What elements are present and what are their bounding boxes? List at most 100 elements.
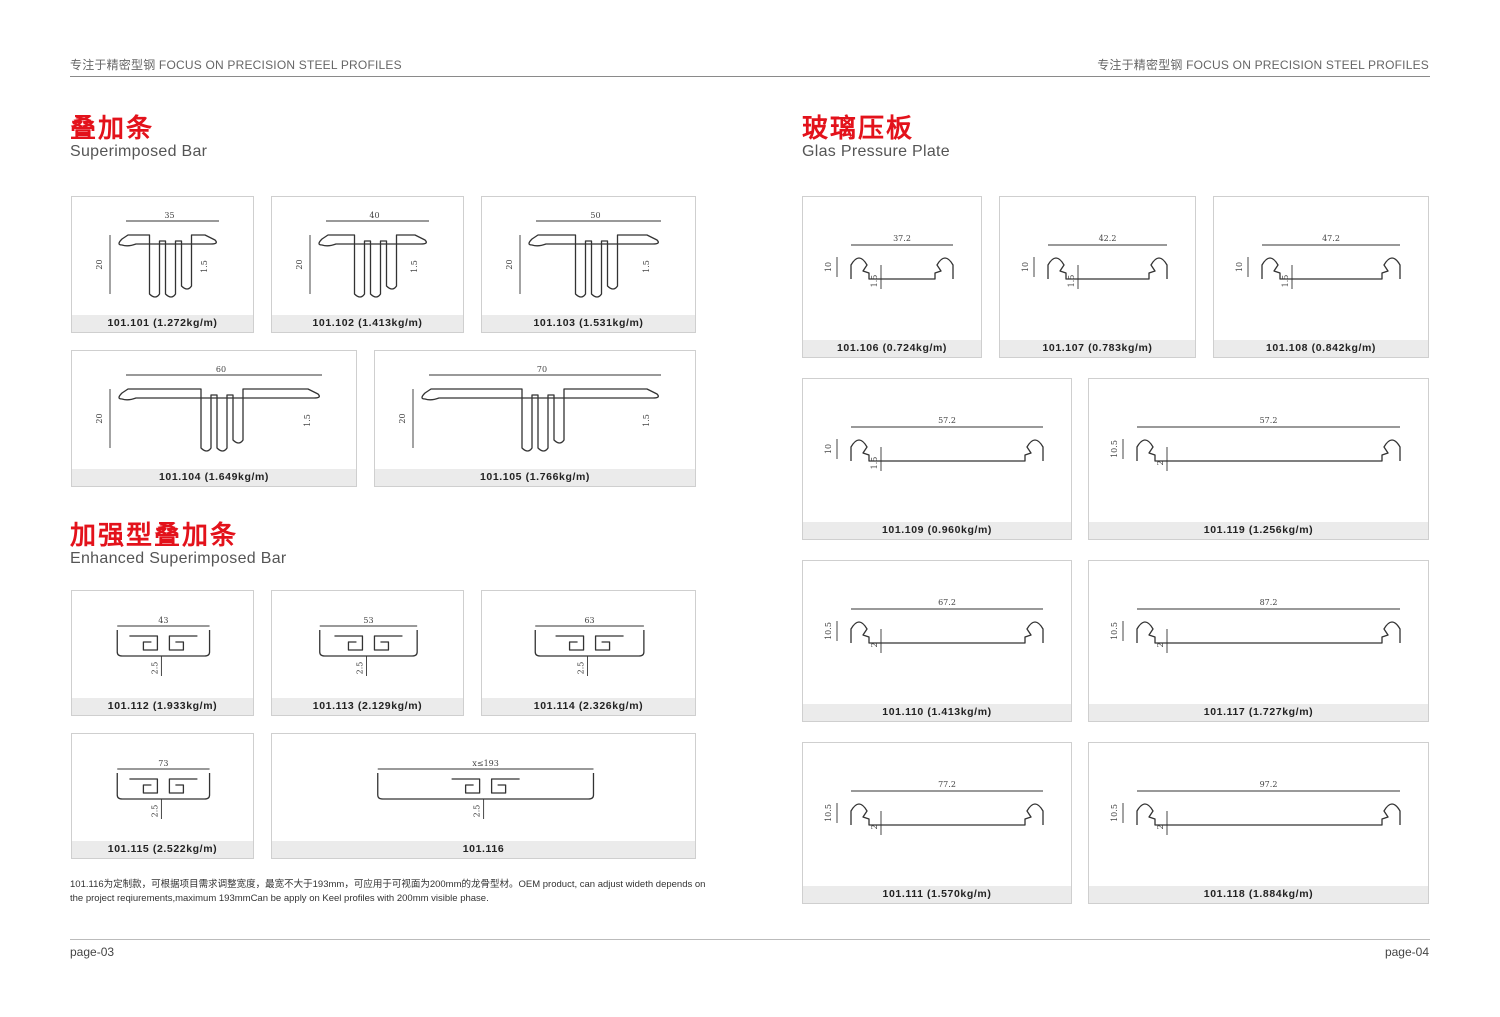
profile-outline: [118, 388, 320, 452]
width-dimension: 70: [537, 365, 547, 374]
product-caption: 101.108 (0.842kg/m): [1214, 340, 1428, 357]
product-caption: 101.115 (2.522kg/m): [72, 841, 253, 858]
height-dimension: 10: [1021, 262, 1030, 272]
profile-outline: [534, 630, 645, 657]
section-title-en: Glas Pressure Plate: [802, 143, 950, 160]
product-caption: 101.116: [272, 841, 695, 858]
height-dimension: 10.5: [1110, 804, 1119, 822]
height-dimension: 20: [398, 413, 407, 423]
width-dimension: 37.2: [893, 234, 911, 243]
profile-outline: [528, 234, 659, 298]
profile-drawing: 432.5: [116, 616, 211, 676]
product-caption: 101.101 (1.272kg/m): [72, 315, 253, 332]
width-dimension: 97.2: [1260, 780, 1278, 789]
profile-outline: [118, 234, 217, 298]
header-left: 专注于精密型钢 FOCUS ON PRECISION STEEL PROFILE…: [70, 58, 402, 72]
profile-outline: [319, 630, 418, 657]
custom-product-note: 101.116为定制款，可根据项目需求调整宽度，最宽不大于193mm，可应用于可…: [70, 879, 706, 904]
profile-drawing: 47.2 10 1.5: [1235, 234, 1401, 289]
section-title-en: Enhanced Superimposed Bar: [70, 550, 287, 567]
profile-outline: [377, 773, 595, 800]
thickness-dimension: 1.5: [1067, 275, 1076, 288]
profile-outline: [1261, 257, 1401, 280]
width-dimension: 67.2: [938, 598, 956, 607]
product-caption: 101.119 (1.256kg/m): [1089, 522, 1428, 539]
profile-outline: [1136, 621, 1401, 644]
profile-outline: [850, 803, 1044, 826]
height-dimension: 20: [95, 413, 104, 423]
thickness-dimension: 1.5: [410, 260, 419, 273]
profile-drawing: 97.2 10.5 2: [1110, 780, 1401, 835]
product-card[interactable]: 70 20 1.5 101.105 (1.766kg/m): [374, 350, 696, 487]
thickness-dimension: 1.5: [303, 414, 312, 427]
profile-drawing: 77.210.52: [824, 780, 1044, 835]
height-dimension: 10: [824, 262, 833, 272]
thickness-dimension: 1.5: [642, 414, 651, 427]
width-dimension: 35: [164, 211, 174, 220]
thickness-dimension: 2: [1156, 642, 1165, 647]
product-caption: 101.111 (1.570kg/m): [803, 886, 1071, 903]
thickness-dimension: 2: [870, 824, 879, 829]
profile-drawing: 732.5: [116, 759, 211, 819]
product-caption: 101.105 (1.766kg/m): [375, 469, 695, 486]
product-caption: 101.117 (1.727kg/m): [1089, 704, 1428, 721]
section-title-en: Superimposed Bar: [70, 143, 208, 160]
profile-drawing: 57.210.52: [1110, 416, 1401, 471]
section-title-cn: 叠加条: [70, 114, 155, 144]
width-dimension: 87.2: [1260, 598, 1278, 607]
width-dimension: 63: [584, 616, 594, 625]
height-dimension: 10: [1235, 262, 1244, 272]
page-number-right: page-04: [1384, 945, 1429, 959]
profile-outline: [1136, 439, 1401, 462]
height-dimension: 20: [95, 259, 104, 269]
profile-outline: [850, 439, 1044, 462]
width-dimension: 47.2: [1322, 234, 1340, 243]
product-card[interactable]: 47.2 10 1.5 101.108 (0.842kg/m): [1213, 196, 1429, 358]
height-dimension: 20: [295, 259, 304, 269]
profile-drawing: 632.5: [534, 616, 645, 676]
product-caption: 101.107 (0.783kg/m): [1000, 340, 1195, 357]
width-dimension: 43: [158, 616, 168, 625]
section-title-cn: 加强型叠加条: [70, 521, 239, 551]
thickness-dimension: 1.5: [1281, 275, 1290, 288]
thickness-dimension: 1.5: [642, 260, 651, 273]
thickness-dimension: 2: [870, 642, 879, 647]
profile-outline: [1047, 257, 1168, 280]
height-dimension: 10.5: [1110, 440, 1119, 458]
product-caption: 101.104 (1.649kg/m): [72, 469, 356, 486]
profile-drawing: 67.210.52: [824, 598, 1044, 653]
thickness-dimension: 2: [1156, 460, 1165, 465]
header-right: 专注于精密型钢 FOCUS ON PRECISION STEEL PROFILE…: [1097, 58, 1429, 72]
thickness-dimension: 2: [1156, 824, 1165, 829]
thickness-dimension: 2.5: [577, 662, 586, 675]
height-dimension: 10: [824, 444, 833, 454]
thickness-dimension: 2.5: [355, 662, 364, 675]
product-caption: 101.109 (0.960kg/m): [803, 522, 1071, 539]
thickness-dimension: 2.5: [150, 805, 159, 818]
profile-outline: [318, 234, 427, 298]
profile-outline: [850, 621, 1044, 644]
